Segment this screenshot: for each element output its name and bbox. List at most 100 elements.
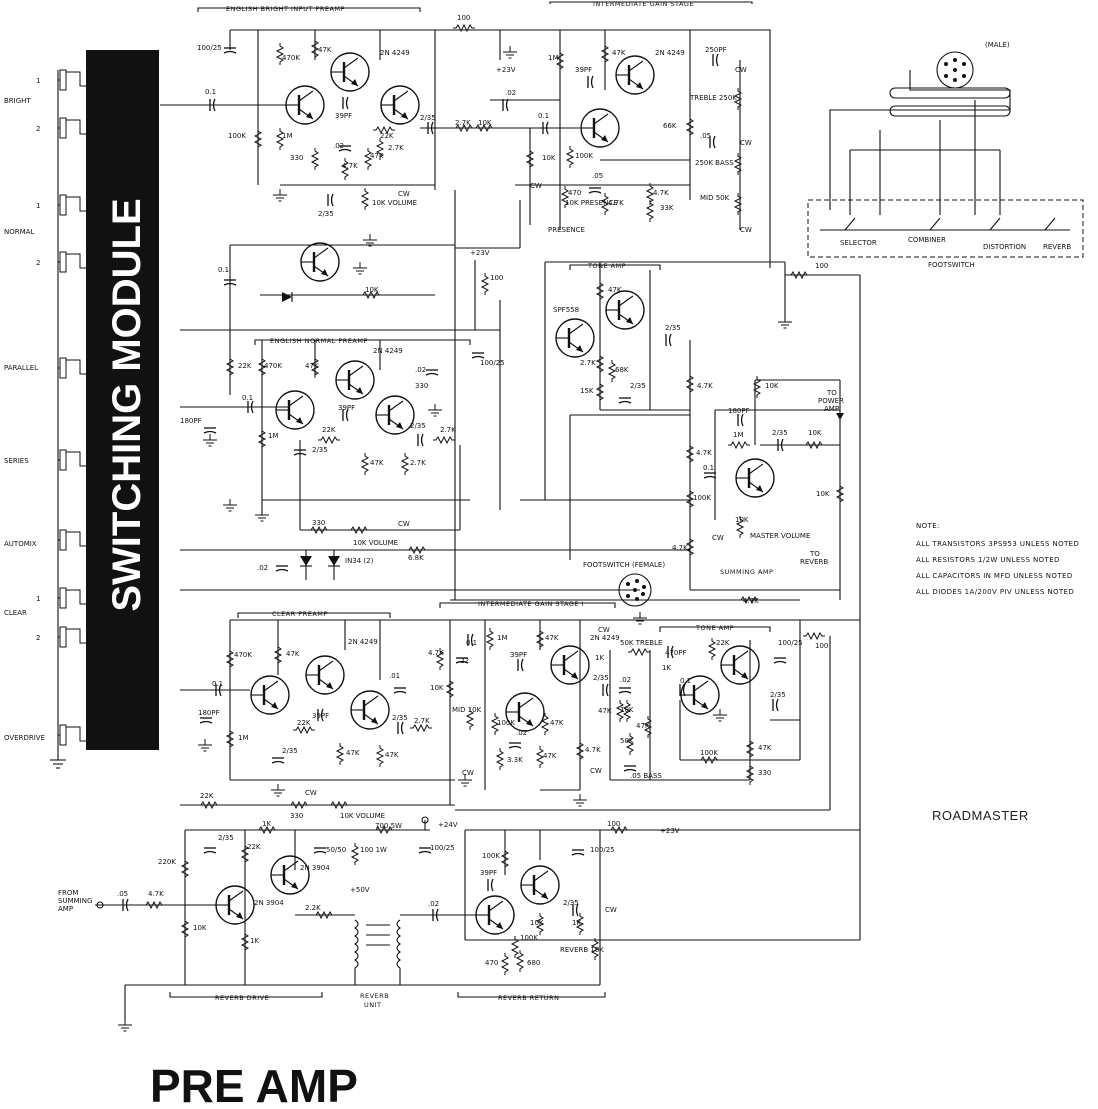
jack-number: 2 xyxy=(36,125,40,133)
component-label: .01 xyxy=(389,672,400,680)
component-label: 4.7K xyxy=(428,649,444,657)
component-label: MASTER VOLUME xyxy=(750,532,810,540)
capacitor-icon xyxy=(203,847,217,854)
ground-icon xyxy=(428,404,442,417)
diode-pair-icon xyxy=(282,292,340,580)
capacitor-icon xyxy=(122,898,129,912)
resistor-icon xyxy=(535,628,545,650)
capacitor-icon xyxy=(587,75,594,89)
transistor-icon xyxy=(505,692,545,732)
component-label: 2.7K xyxy=(414,717,430,725)
input-parallel-label: PARALLEL xyxy=(4,364,38,372)
resistor-icon xyxy=(540,713,550,735)
input-jack-icon xyxy=(58,626,86,648)
capacitor-icon xyxy=(618,397,632,404)
transistor-icon xyxy=(380,85,420,125)
resistor-icon xyxy=(308,525,330,535)
capacitor-icon xyxy=(203,427,217,434)
component-label: 47K xyxy=(346,749,360,757)
transistor-icon xyxy=(285,85,325,125)
component-label: 2.7K xyxy=(455,119,471,127)
capacitor-icon xyxy=(502,98,509,112)
component-label: 10K xyxy=(365,286,379,294)
component-label: 47K xyxy=(286,650,300,658)
cw-marker: CW xyxy=(590,767,602,775)
resistor-icon xyxy=(363,148,373,170)
transistor-icon xyxy=(215,885,255,925)
capacitor-icon xyxy=(313,847,327,854)
capacitor-icon xyxy=(342,96,349,110)
cw-marker: CW xyxy=(712,534,724,542)
resistor-icon xyxy=(433,435,455,445)
component-label: 39PF xyxy=(480,869,497,877)
capacitor-icon xyxy=(338,145,352,152)
cw-marker: CW xyxy=(530,182,542,190)
transistor-icon xyxy=(270,855,310,895)
component-label: 22K xyxy=(238,362,252,370)
capacitor-icon xyxy=(223,279,237,286)
capacitor-icon xyxy=(517,658,524,672)
ground-icon xyxy=(458,774,472,787)
transistor-icon xyxy=(550,645,590,685)
female-connector-icon xyxy=(618,573,652,607)
input-jack-icon xyxy=(58,117,86,139)
capacitor-icon xyxy=(712,53,719,67)
resistor-icon xyxy=(590,938,600,960)
component-label: 330 xyxy=(312,519,325,527)
component-label: .05 xyxy=(117,890,128,898)
component-label: 0.1 xyxy=(205,88,216,96)
component-label: 10K VOLUME xyxy=(340,812,385,820)
component-label: 2/35 xyxy=(420,114,436,122)
component-label: 100K xyxy=(228,132,246,140)
resistor-icon xyxy=(375,745,385,767)
resistor-icon xyxy=(275,43,285,65)
ground-icon xyxy=(353,262,367,275)
capacitor-icon xyxy=(588,187,602,194)
component-label: 470 xyxy=(485,959,498,967)
component-label: 180PF xyxy=(728,407,750,415)
resistor-icon xyxy=(575,740,585,762)
resistor-icon xyxy=(622,700,632,722)
transistor-icon xyxy=(350,690,390,730)
resistor-icon xyxy=(225,728,235,750)
rail-50v: +50V xyxy=(350,886,370,894)
component-label: 4.7K xyxy=(148,890,164,898)
component-label: 100K xyxy=(520,934,538,942)
transistor-icon xyxy=(555,318,595,358)
resistor-icon xyxy=(500,953,510,975)
brand-roadmaster: ROADMASTER xyxy=(932,808,1029,823)
notes-heading: NOTE: xyxy=(916,522,940,530)
resistor-icon xyxy=(313,910,335,920)
cw-marker: CW xyxy=(598,626,610,634)
component-label: 2/35 xyxy=(593,674,609,682)
component-label: IN34 (2) xyxy=(345,557,374,565)
component-label: 0.1 xyxy=(212,680,223,688)
resistor-icon xyxy=(510,936,520,958)
ground-icon xyxy=(363,234,377,247)
resistor-icon xyxy=(643,716,653,738)
transistor-icon xyxy=(615,55,655,95)
transistor-icon xyxy=(300,242,340,282)
component-label: 470 xyxy=(568,189,581,197)
component-label: 2/35 xyxy=(392,714,408,722)
capacitor-icon xyxy=(737,413,744,427)
component-label: 10K xyxy=(542,154,556,162)
transistor-icon xyxy=(735,458,775,498)
ground-icon xyxy=(573,794,587,807)
footswitch-female-label: FOOTSWITCH (FEMALE) xyxy=(583,561,665,569)
resistor-icon xyxy=(328,800,350,810)
component-label: 2/35 xyxy=(410,422,426,430)
resistor-icon xyxy=(733,153,743,175)
jack-number: 1 xyxy=(36,595,40,603)
ground-icon xyxy=(503,46,517,59)
cw-marker: CW xyxy=(305,789,317,797)
component-label: 10K xyxy=(765,382,779,390)
male-connector-label: (MALE) xyxy=(985,41,1010,49)
component-label: 0.1 xyxy=(703,464,714,472)
input-jack-icon xyxy=(58,69,86,91)
component-label: 2N 4249 xyxy=(373,347,403,355)
resistor-icon xyxy=(485,628,495,650)
resistor-icon xyxy=(728,440,750,450)
resistor-icon xyxy=(275,128,285,150)
